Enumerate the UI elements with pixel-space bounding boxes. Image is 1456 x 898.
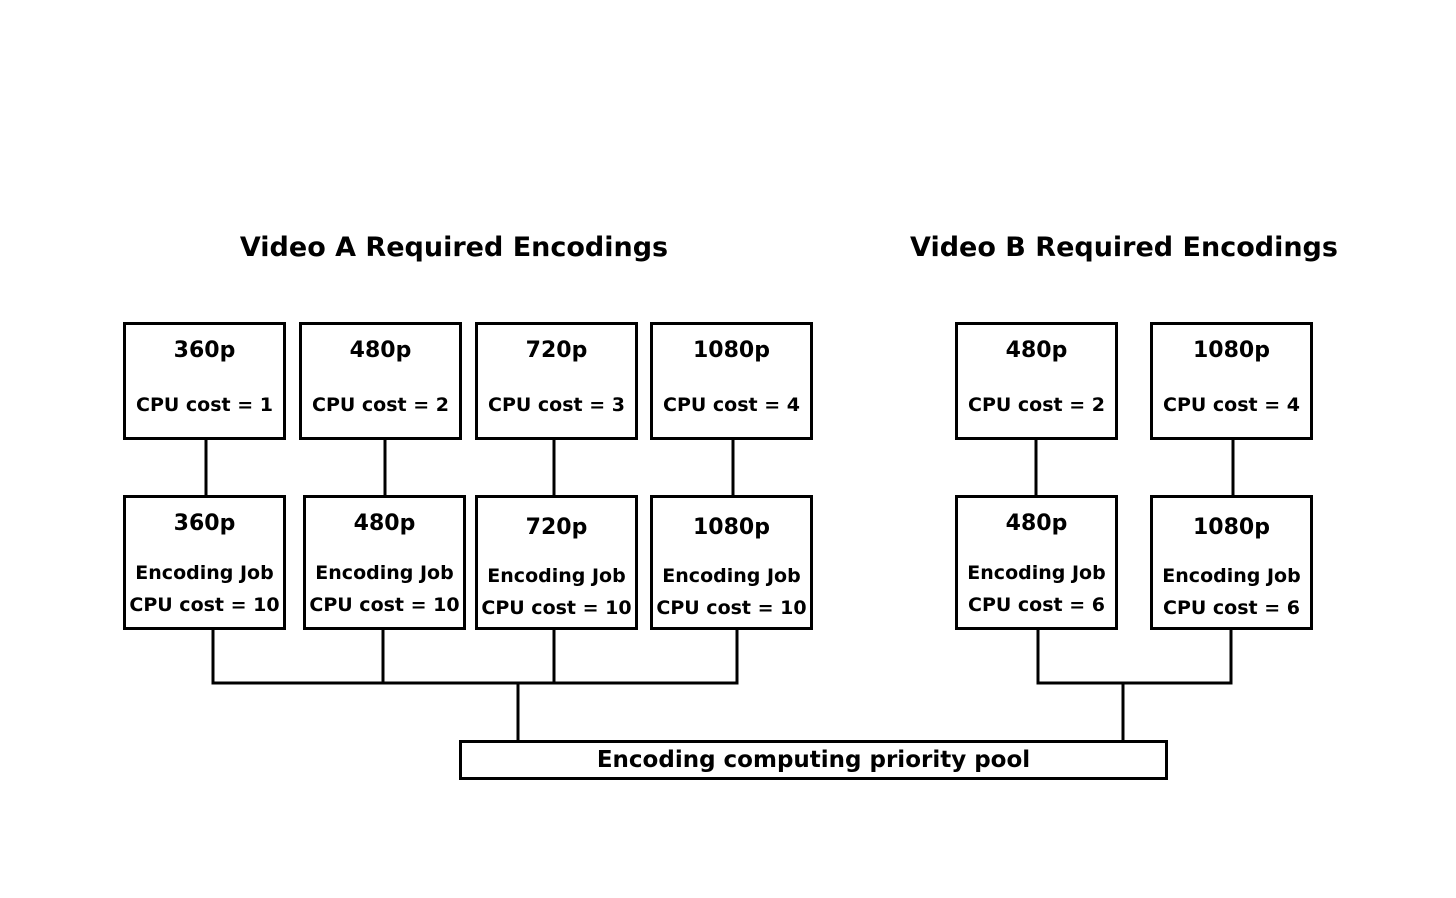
cpu-cost-label: CPU cost = 10 <box>309 594 460 616</box>
encoding-job-label: Encoding Job <box>135 562 274 584</box>
encoding-job-label: Encoding Job <box>1162 565 1301 587</box>
video-b-title: Video B Required Encodings <box>910 232 1338 263</box>
video-b-required-480p: 480p CPU cost = 2 <box>955 322 1118 440</box>
cpu-cost-label: CPU cost = 2 <box>968 394 1105 416</box>
video-a-required-720p: 720p CPU cost = 3 <box>475 322 638 440</box>
priority-pool-box: Encoding computing priority pool <box>459 740 1168 780</box>
resolution-label: 360p <box>173 511 236 536</box>
video-b-required-1080p: 1080p CPU cost = 4 <box>1150 322 1313 440</box>
cpu-cost-label: CPU cost = 10 <box>129 594 280 616</box>
video-a-job-1080p: 1080p Encoding Job CPU cost = 10 <box>650 495 813 630</box>
resolution-label: 480p <box>353 511 416 536</box>
resolution-label: 720p <box>525 515 588 540</box>
resolution-label: 360p <box>173 338 236 363</box>
resolution-label: 1080p <box>693 338 770 363</box>
cpu-cost-label: CPU cost = 4 <box>663 394 800 416</box>
resolution-label: 1080p <box>693 515 770 540</box>
encoding-job-label: Encoding Job <box>487 565 626 587</box>
encoding-job-label: Encoding Job <box>662 565 801 587</box>
video-a-job-360p: 360p Encoding Job CPU cost = 10 <box>123 495 286 630</box>
resolution-label: 720p <box>525 338 588 363</box>
cpu-cost-label: CPU cost = 6 <box>1163 597 1300 619</box>
resolution-label: 1080p <box>1193 338 1270 363</box>
encoding-job-label: Encoding Job <box>315 562 454 584</box>
cpu-cost-label: CPU cost = 2 <box>312 394 449 416</box>
resolution-label: 480p <box>1005 511 1068 536</box>
resolution-label: 480p <box>349 338 412 363</box>
cpu-cost-label: CPU cost = 10 <box>481 597 632 619</box>
cpu-cost-label: CPU cost = 3 <box>488 394 625 416</box>
video-b-job-1080p: 1080p Encoding Job CPU cost = 6 <box>1150 495 1313 630</box>
video-a-required-1080p: 1080p CPU cost = 4 <box>650 322 813 440</box>
video-a-job-480p: 480p Encoding Job CPU cost = 10 <box>303 495 466 630</box>
video-a-required-360p: 360p CPU cost = 1 <box>123 322 286 440</box>
cpu-cost-label: CPU cost = 1 <box>136 394 273 416</box>
cpu-cost-label: CPU cost = 10 <box>656 597 807 619</box>
video-a-job-720p: 720p Encoding Job CPU cost = 10 <box>475 495 638 630</box>
video-a-required-480p: 480p CPU cost = 2 <box>299 322 462 440</box>
video-a-title: Video A Required Encodings <box>239 232 669 263</box>
cpu-cost-label: CPU cost = 6 <box>968 594 1105 616</box>
resolution-label: 480p <box>1005 338 1068 363</box>
resolution-label: 1080p <box>1193 515 1270 540</box>
priority-pool-label: Encoding computing priority pool <box>596 747 1031 773</box>
encoding-job-label: Encoding Job <box>967 562 1106 584</box>
video-b-job-480p: 480p Encoding Job CPU cost = 6 <box>955 495 1118 630</box>
cpu-cost-label: CPU cost = 4 <box>1163 394 1300 416</box>
